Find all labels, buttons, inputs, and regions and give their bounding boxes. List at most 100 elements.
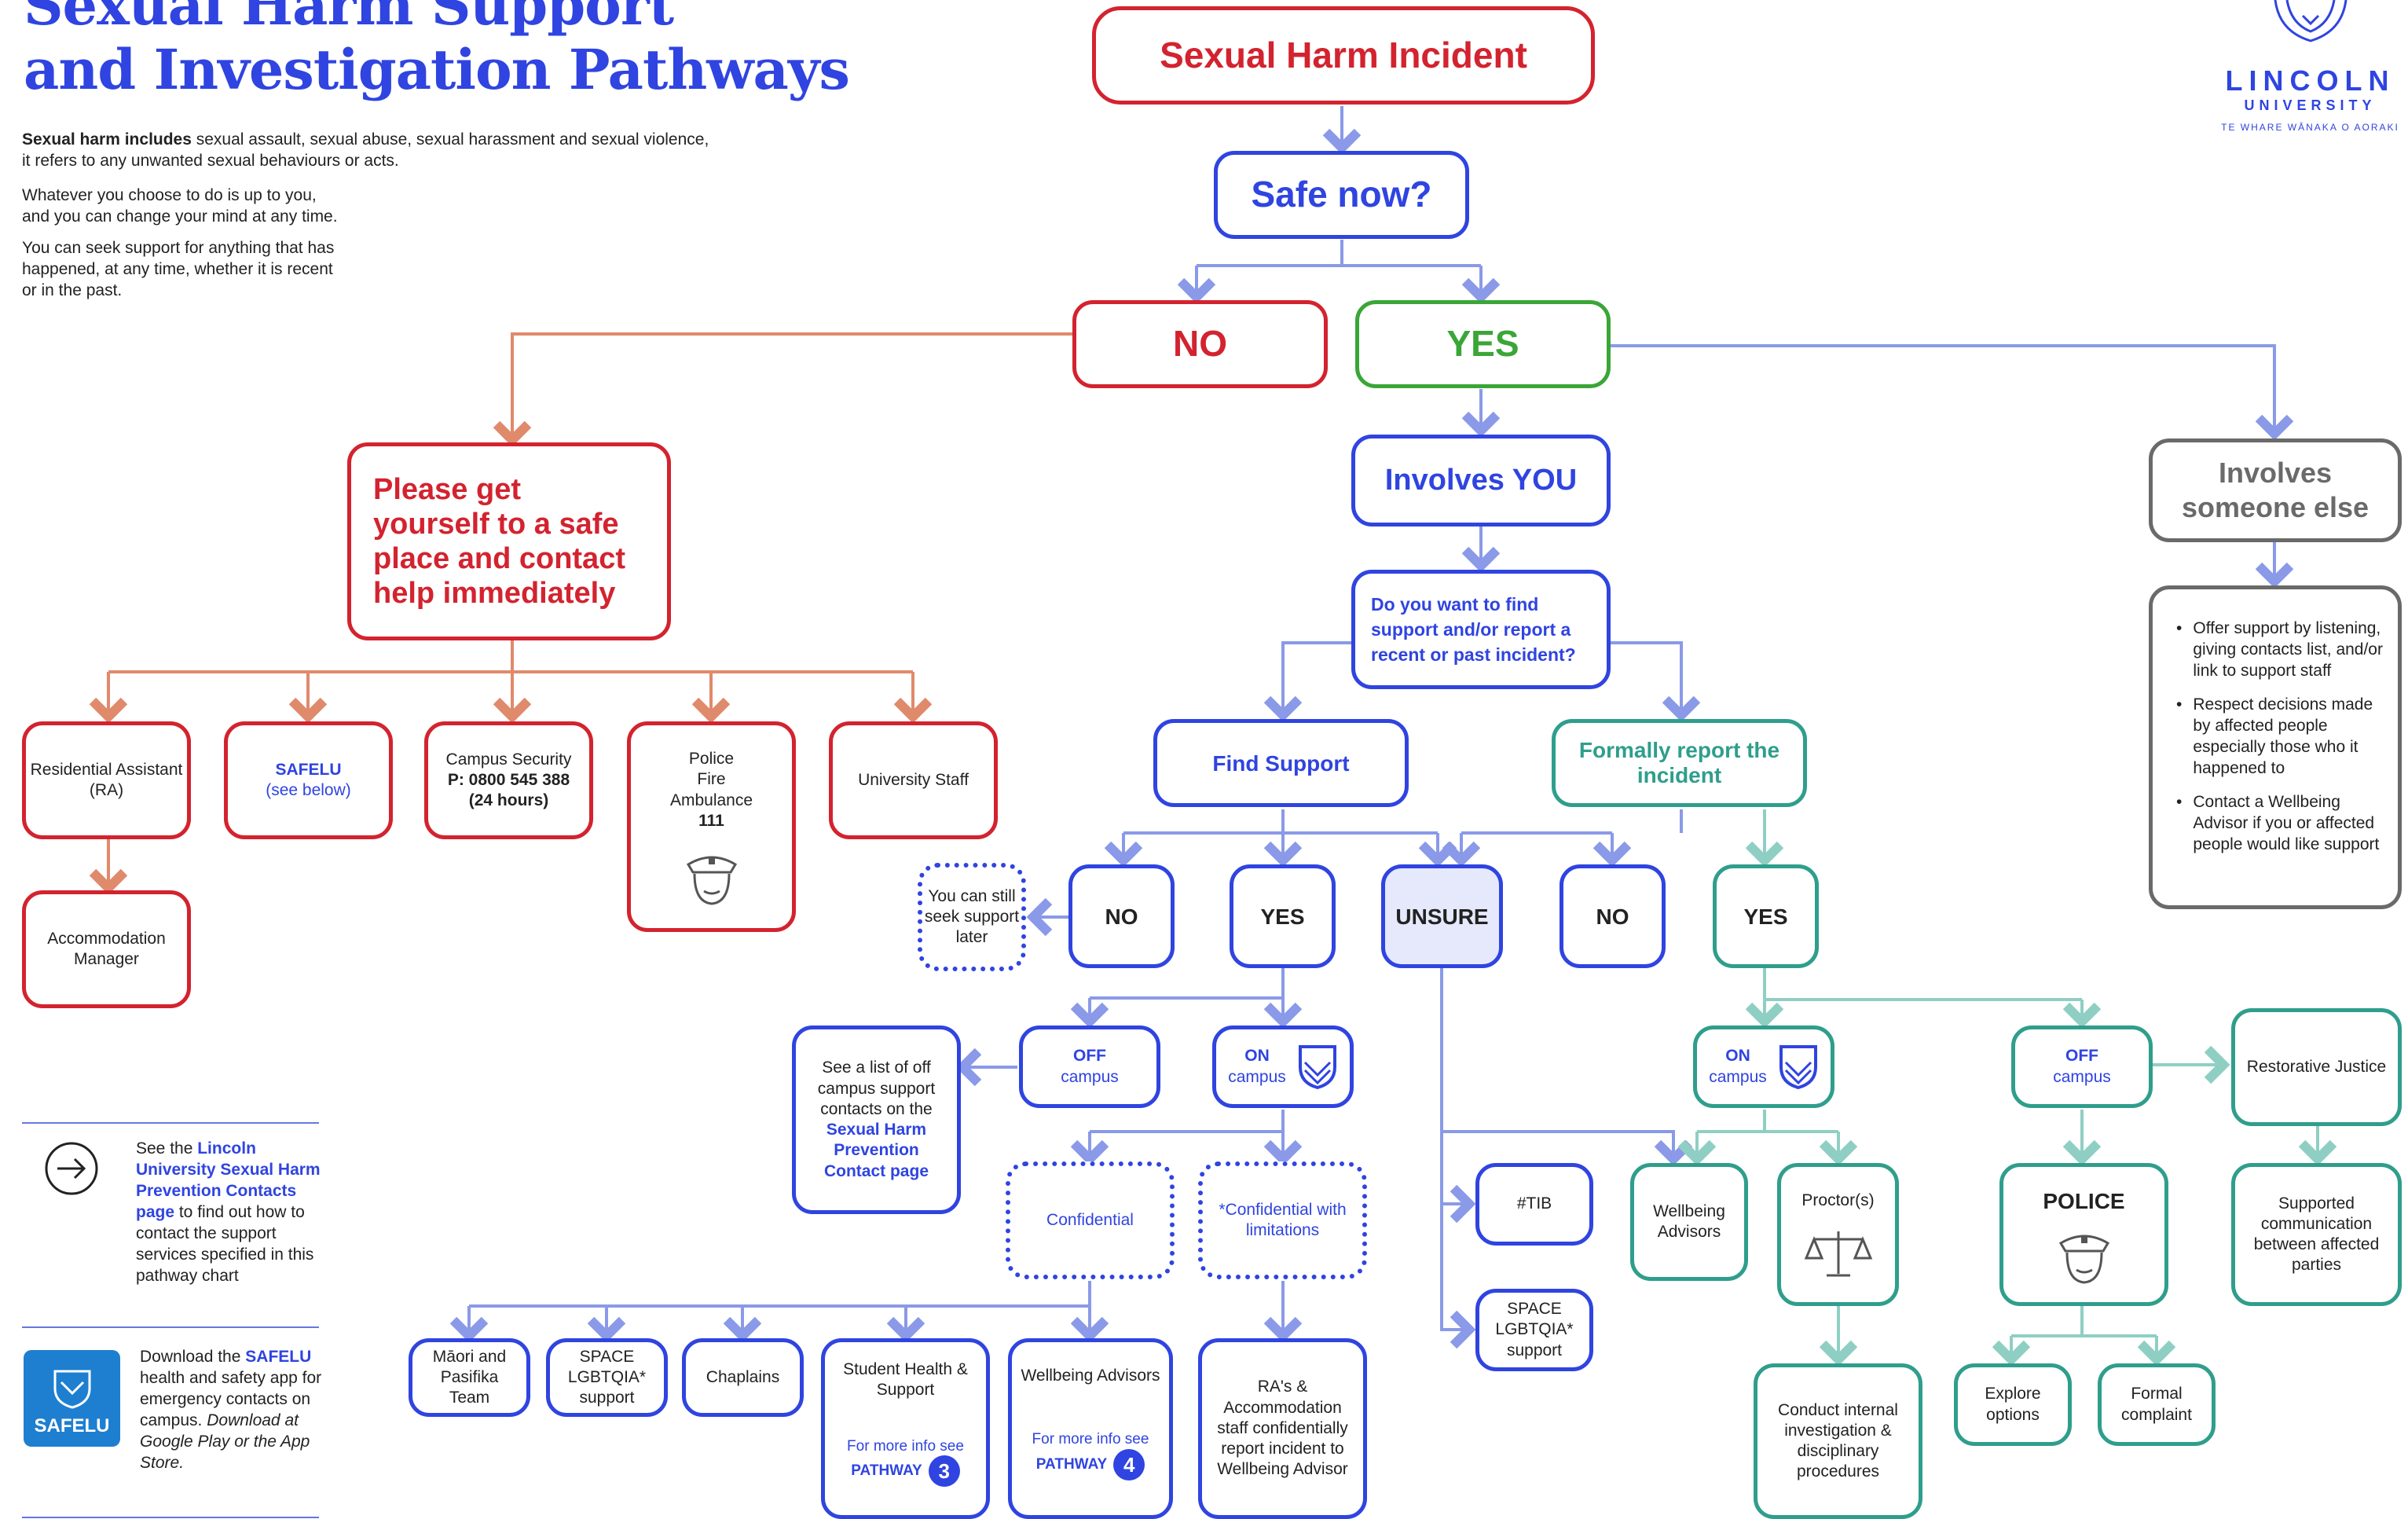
incident-label: Sexual Harm Incident	[1160, 34, 1527, 75]
on-label: ON	[1725, 1047, 1750, 1066]
safelu-name: SAFELU	[245, 1348, 312, 1366]
no-box: NO	[1072, 300, 1328, 388]
restorative-box: Restorative Justice	[2231, 1008, 2402, 1126]
uni-staff-label: University Staff	[858, 770, 969, 789]
on-label: ON	[1244, 1047, 1270, 1066]
get-safe-box: Please get yourself to a safe place and …	[347, 442, 671, 640]
download-italic: Download at Google Play or the App Store…	[140, 1411, 310, 1472]
confidential-label: Confidential	[1046, 1210, 1134, 1229]
off-list-link[interactable]: Sexual Harm Prevention Contact page	[823, 1121, 929, 1180]
wellbeing-box-1: Wellbeing Advisors For more info see PAT…	[1008, 1338, 1173, 1519]
ra-box: Residential Assistant (RA)	[22, 721, 191, 839]
shield-icon	[1779, 1044, 1817, 1089]
involves-you-label: Involves YOU	[1384, 463, 1578, 497]
intro-paragraph-3: You can seek support for anything that h…	[22, 237, 334, 301]
fs-on-campus-box: ON campus	[1212, 1026, 1354, 1108]
ambulance-label: Ambulance	[669, 791, 753, 809]
download-note: Download the SAFELU health and safety ap…	[140, 1346, 324, 1473]
campus-label: campus	[2053, 1067, 2111, 1086]
wellbeing-label: Wellbeing Advisors	[1021, 1367, 1160, 1385]
fs-no-label: NO	[1105, 904, 1138, 929]
intro-bold: Sexual harm includes	[22, 130, 192, 149]
fr-off-campus-box: OFF campus	[2011, 1026, 2153, 1108]
police-box: POLICE	[1999, 1163, 2168, 1306]
chaplains-label: Chaplains	[706, 1367, 780, 1386]
intro3-line-3: or in the past.	[22, 281, 123, 299]
ras-staff-box: RA's & Accommodation staff confidentiall…	[1198, 1338, 1367, 1519]
find-support-label: Find Support	[1212, 750, 1350, 776]
seek-later-label: You can still seek support later	[924, 886, 1020, 947]
download-the: Download the	[140, 1348, 246, 1366]
seek-later-box: You can still seek support later	[918, 863, 1026, 971]
proctor-box: Proctor(s)	[1777, 1163, 1899, 1306]
fr-yes-label: YES	[1743, 904, 1788, 929]
conduct-label: Conduct internal investigation & discipl…	[1778, 1400, 1898, 1481]
off-label: OFF	[1073, 1047, 1106, 1066]
uni-staff-box: University Staff	[829, 721, 998, 839]
find-support-box: Find Support	[1153, 719, 1409, 807]
title-line-1: Sexual Harm Support	[24, 0, 674, 38]
campus-label: campus	[1061, 1067, 1119, 1086]
see-rest: to find out how to contact the support s…	[136, 1203, 314, 1285]
get-safe-label: Please get yourself to a safe place and …	[373, 473, 625, 610]
arrow-right-circle-icon[interactable]	[43, 1140, 100, 1197]
formal-complaint-box: Formal complaint	[2098, 1363, 2216, 1446]
else-bullet: •Offer support by listening, giving cont…	[2176, 619, 2383, 680]
police-officer-icon	[2058, 1235, 2109, 1284]
crest-icon	[2274, 0, 2347, 42]
supported-comm-label: Supported communication between affected…	[2253, 1194, 2380, 1275]
conf-limits-label: *Confidential with limitations	[1219, 1200, 1347, 1239]
campus-label: campus	[1709, 1067, 1767, 1086]
unsure-label: UNSURE	[1395, 904, 1489, 929]
explore-label: Explore options	[1985, 1385, 2041, 1424]
pathway-3-number: 3	[928, 1455, 960, 1488]
unsure-box: UNSURE	[1381, 864, 1503, 968]
fire-label: Fire	[697, 770, 726, 789]
app-label: SAFELU	[34, 1415, 110, 1436]
formally-report-box: Formally report the incident	[1552, 719, 1807, 807]
pathway-label: PATHWAY	[1035, 1456, 1108, 1473]
scales-icon	[1804, 1231, 1872, 1277]
on-campus-text: ON campus	[1228, 1046, 1286, 1088]
intro-paragraph-1: Sexual harm includes sexual assault, sex…	[22, 129, 808, 171]
emergency-number: 111	[698, 811, 724, 830]
incident-box: Sexual Harm Incident	[1092, 6, 1595, 105]
logo-name: LINCOLN	[2225, 64, 2395, 97]
campus-phone: P: 0800 545 388	[447, 770, 570, 789]
student-health-label: Student Health & Support	[843, 1360, 968, 1400]
lincoln-logo: LINCOLN UNIVERSITY TE WHARE WĀNAKA O AOR…	[2212, 0, 2408, 157]
supported-comm-box: Supported communication between affected…	[2231, 1163, 2402, 1306]
else-advice-box: •Offer support by listening, giving cont…	[2149, 585, 2402, 909]
safe-now-box: Safe now?	[1214, 151, 1469, 239]
police-label: Police	[688, 750, 735, 768]
fr-on-campus-box: ON campus	[1693, 1026, 1834, 1108]
maori-label: Māori and Pasifika Team	[432, 1347, 507, 1407]
safelu-app-icon[interactable]: SAFELU	[24, 1350, 120, 1447]
download-rest: health and safety app for emergency cont…	[140, 1369, 322, 1429]
shield-icon	[1298, 1044, 1336, 1089]
confidential-box: Confidential	[1006, 1161, 1175, 1279]
intro-paragraph-2: Whatever you choose to do is up to you, …	[22, 185, 338, 227]
emergency-box: Police Fire Ambulance 111	[627, 721, 796, 932]
see-below-label: (see below)	[266, 781, 351, 799]
campus-label: campus	[1228, 1067, 1286, 1086]
intro-rest: sexual assault, sexual abuse, sexual har…	[191, 130, 709, 149]
safelu-label: SAFELU	[275, 760, 342, 779]
involves-else-box: Involves someone else	[2149, 438, 2402, 542]
divider	[22, 1122, 319, 1124]
contacts-page-link[interactable]: Lincoln University Sexual Harm Preventio…	[136, 1139, 321, 1221]
else-bullet-text: Respect decisions made by affected peopl…	[2193, 695, 2373, 777]
page-title: Sexual Harm Support and Investigation Pa…	[24, 0, 850, 102]
space-label: SPACE LGBTQIA* support	[567, 1347, 647, 1407]
else-bullet-text: Contact a Wellbeing Advisor if you or af…	[2193, 793, 2380, 853]
logo-sub: UNIVERSITY	[2244, 97, 2377, 113]
fs-off-campus-box: OFF campus	[1019, 1026, 1160, 1108]
more-info-label: For more info see	[847, 1437, 964, 1455]
ras-staff-label: RA's & Accommodation staff confidentiall…	[1217, 1378, 1348, 1479]
off-label: OFF	[2065, 1047, 2098, 1066]
divider	[22, 1326, 319, 1328]
space-box: SPACE LGBTQIA* support	[546, 1338, 668, 1417]
wellbeing-box-2: Wellbeing Advisors	[1630, 1163, 1748, 1281]
